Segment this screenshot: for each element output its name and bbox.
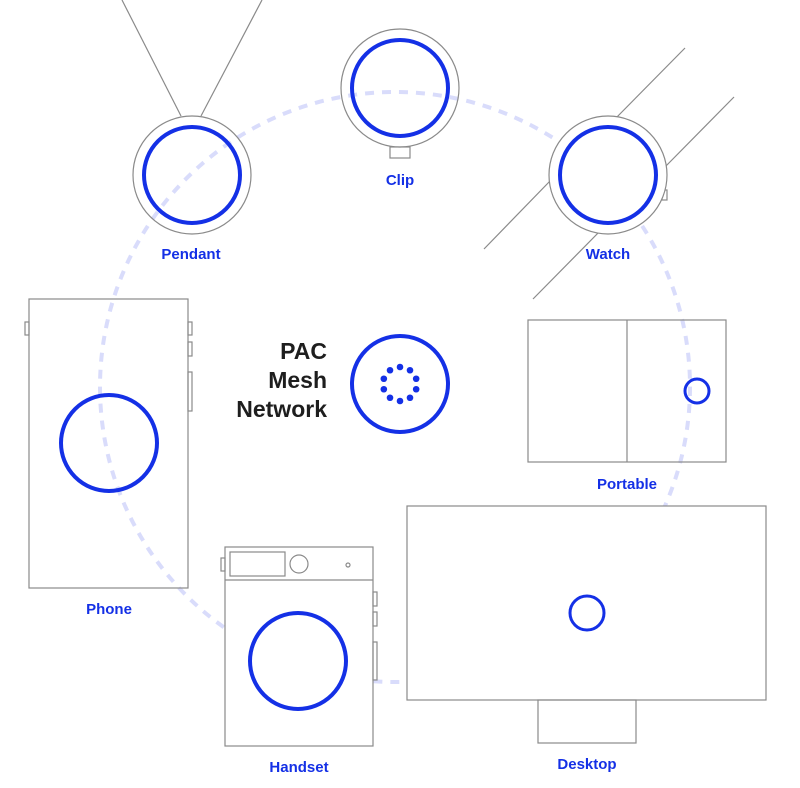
pac-node-ring — [350, 334, 450, 434]
portable-node-ring — [683, 377, 711, 405]
pac-center-node: PAC Mesh Network — [236, 334, 450, 434]
pac-node-dot — [406, 394, 414, 402]
desktop-device: Desktop — [406, 505, 767, 773]
title-line-2: Mesh — [268, 367, 327, 393]
clip-node-ring — [350, 38, 450, 138]
title-line-1: PAC — [280, 338, 327, 364]
pac-node-dot — [380, 375, 388, 383]
pac-node-dot — [406, 366, 414, 374]
handset-label: Handset — [269, 759, 328, 776]
portable-label: Portable — [597, 476, 657, 493]
watch-device: Watch — [483, 47, 735, 300]
pendant-node-ring — [142, 125, 242, 225]
portable-device: Portable — [527, 319, 727, 493]
desktop-label: Desktop — [557, 756, 616, 773]
handset-device: Handset — [220, 546, 378, 776]
pac-node-dot — [396, 363, 404, 371]
pac-node-dot — [412, 385, 420, 393]
watch-node-ring — [558, 125, 658, 225]
desktop-node-ring — [568, 594, 606, 632]
phone-device: Phone — [24, 298, 193, 618]
clip-label: Clip — [386, 172, 414, 189]
pac-node-dot — [396, 397, 404, 405]
pac-node-dot — [412, 375, 420, 383]
pac-node-dots — [380, 363, 420, 405]
handset-node-ring — [248, 611, 348, 711]
mesh-ring — [98, 90, 692, 684]
pac-node-dot — [380, 385, 388, 393]
pendant-device: Pendant — [121, 0, 263, 263]
pac-node-dot — [386, 394, 394, 402]
phone-label: Phone — [86, 601, 132, 618]
phone-node-ring — [59, 393, 159, 493]
pendant-label: Pendant — [161, 246, 220, 263]
clip-device: Clip — [340, 28, 460, 189]
pac-node-dot — [386, 366, 394, 374]
watch-label: Watch — [586, 246, 630, 263]
title-line-3: Network — [236, 396, 327, 422]
